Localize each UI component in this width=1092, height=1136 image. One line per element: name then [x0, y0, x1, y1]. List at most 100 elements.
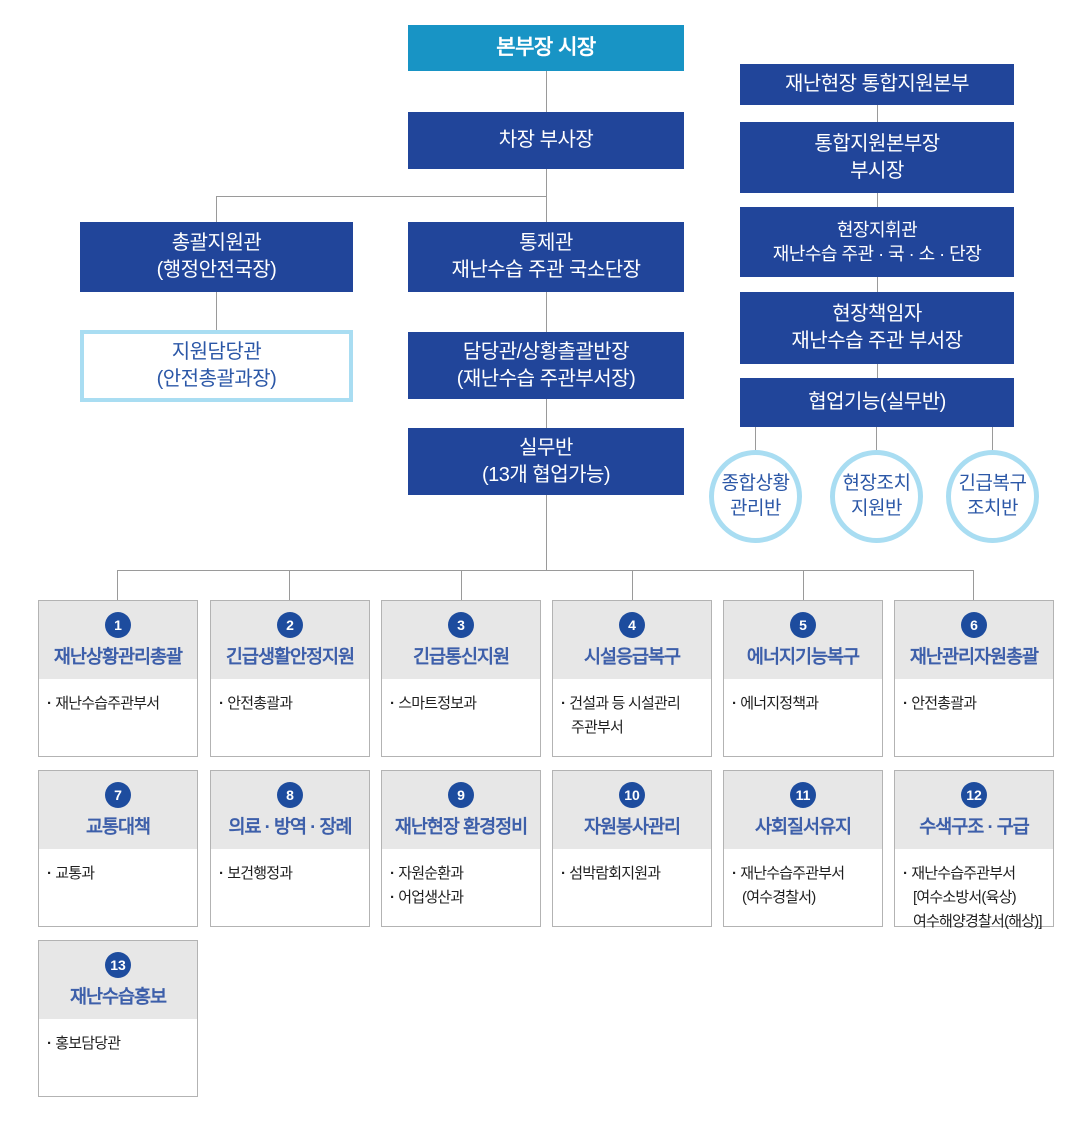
function-title: 의료 · 방역 · 장례: [228, 815, 352, 837]
dept-name-cont: 여수해양경찰서(해상)]: [913, 913, 1043, 930]
connector-line: [546, 292, 547, 332]
number-badge: 4: [619, 611, 645, 638]
box-line1: 통제관: [519, 232, 573, 254]
box-line2: 재난수습 주관 부서장: [791, 330, 963, 352]
function-body: ·보건행정과: [211, 849, 369, 886]
connector-line: [632, 570, 633, 600]
connector-line: [546, 169, 547, 196]
function-title: 수색구조 · 구급: [919, 815, 1030, 837]
bullet-dot: ·: [732, 865, 737, 882]
function-box-7: 7 교통대책 ·교통과: [38, 770, 198, 927]
function-header: 5 에너지기능복구: [724, 601, 882, 679]
connector-line: [877, 277, 878, 292]
number-badge: 2: [277, 611, 303, 638]
box-label: 본부장 시장: [496, 35, 596, 59]
circle-line2: 조치반: [967, 497, 1018, 519]
bullet-dot: ·: [47, 695, 52, 712]
connector-line: [992, 427, 993, 450]
connector-line: [803, 570, 804, 600]
function-header: 13 재난수습홍보: [39, 941, 197, 1019]
connector-line: [546, 196, 547, 222]
dept-name-cont: (여수경찰서): [742, 889, 816, 906]
connector-line: [546, 399, 547, 428]
bullet-dot: ·: [219, 695, 224, 712]
connector-line: [289, 570, 290, 600]
field-hq-chief-box: 통합지원본부장 부시장: [740, 122, 1014, 193]
circle-field-action-support: 현장조치 지원반: [830, 450, 923, 543]
dept-name: 섬박람회지원과: [569, 865, 661, 882]
bullet-dot: ·: [47, 1035, 52, 1052]
bullet-dot: ·: [47, 865, 52, 882]
box-line1: 현장책임자: [832, 303, 922, 325]
function-header: 12 수색구조 · 구급: [895, 771, 1053, 849]
function-box-2: 2 긴급생활안정지원 ·안전총괄과: [210, 600, 370, 757]
box-line2: (13개 협업가능): [481, 463, 611, 486]
function-header: 9 재난현장 환경정비: [382, 771, 540, 849]
box-line2: 재난수습 주관 · 국 · 소 · 단장: [772, 244, 982, 264]
box-label: 차장 부사장: [498, 129, 594, 151]
connector-line: [216, 292, 217, 330]
function-title: 교통대책: [85, 815, 151, 837]
dept-name: 안전총괄과: [227, 695, 293, 712]
box-line1: 통합지원본부장: [814, 132, 940, 155]
function-body: ·홍보담당관: [39, 1019, 197, 1056]
connector-line: [546, 495, 547, 570]
function-header: 11 사회질서유지: [724, 771, 882, 849]
head-mayor-box: 본부장 시장: [408, 25, 684, 71]
function-title: 사회질서유지: [754, 815, 852, 837]
function-header: 4 시설응급복구: [553, 601, 711, 679]
connector-line: [755, 427, 756, 450]
dept-name: 재난수습주관부서: [740, 865, 845, 882]
box-line2: (안전총괄과장): [156, 368, 277, 390]
function-body: ·섬박람회지원과: [553, 849, 711, 886]
function-box-9: 9 재난현장 환경정비 ·자원순환과 ·어업생산과: [381, 770, 541, 927]
function-body: ·안전총괄과: [211, 679, 369, 716]
circle-line2: 관리반: [730, 497, 781, 519]
number-badge: 13: [105, 951, 131, 978]
connector-line: [216, 196, 217, 222]
dept-name: 어업생산과: [398, 889, 464, 906]
working-group-box: 실무반 (13개 협업가능): [408, 428, 684, 495]
number-badge: 9: [448, 781, 474, 808]
function-header: 2 긴급생활안정지원: [211, 601, 369, 679]
box-line1: 지원담당관: [171, 341, 262, 363]
box-label: 재난현장 통합지원본부: [784, 73, 970, 95]
function-box-4: 4 시설응급복구 ·건설과 등 시설관리 주관부서: [552, 600, 712, 757]
dept-name: 안전총괄과: [911, 695, 977, 712]
field-commander-box: 현장지휘관 재난수습 주관 · 국 · 소 · 단장: [740, 207, 1014, 277]
function-box-3: 3 긴급통신지원 ·스마트정보과: [381, 600, 541, 757]
dept-name: 홍보담당관: [55, 1035, 121, 1052]
bullet-dot: ·: [561, 695, 566, 712]
box-line1: 담당관/상황촐괄반장: [462, 340, 630, 363]
number-badge: 1: [105, 611, 131, 638]
dept-name: 교통과: [55, 865, 95, 882]
bullet-dot: ·: [732, 695, 737, 712]
function-header: 10 자원봉사관리: [553, 771, 711, 849]
connector-line: [877, 364, 878, 378]
bullet-dot: ·: [561, 865, 566, 882]
deputy-box: 차장 부사장: [408, 112, 684, 169]
function-box-13: 13 재난수습홍보 ·홍보담당관: [38, 940, 198, 1097]
function-title: 에너지기능복구: [746, 645, 860, 667]
field-hq-box: 재난현장 통합지원본부: [740, 64, 1014, 105]
function-title: 재난관리자원총괄: [909, 645, 1039, 667]
function-body: ·교통과: [39, 849, 197, 886]
function-body: ·건설과 등 시설관리 주관부서: [553, 679, 711, 740]
number-badge: 8: [277, 781, 303, 808]
function-box-5: 5 에너지기능복구 ·에너지정책과: [723, 600, 883, 757]
connector-line: [973, 570, 974, 600]
support-officer-box: 지원담당관 (안전총괄과장): [80, 330, 353, 402]
connector-line: [117, 570, 974, 571]
bullet-dot: ·: [390, 865, 395, 882]
coop-function-box: 협업기능(실무반): [740, 378, 1014, 427]
number-badge: 3: [448, 611, 474, 638]
box-label: 협업기능(실무반): [808, 391, 946, 413]
dept-name-cont: 주관부서: [571, 719, 624, 736]
dept-name: 에너지정책과: [740, 695, 819, 712]
function-body: ·에너지정책과: [724, 679, 882, 716]
connector-line: [877, 193, 878, 207]
dept-name: 스마트정보과: [398, 695, 477, 712]
function-body: ·자원순환과 ·어업생산과: [382, 849, 540, 910]
circle-line1: 현장조치: [842, 472, 911, 494]
situation-chief-box: 담당관/상황촐괄반장 (재난수습 주관부서장): [408, 332, 684, 399]
